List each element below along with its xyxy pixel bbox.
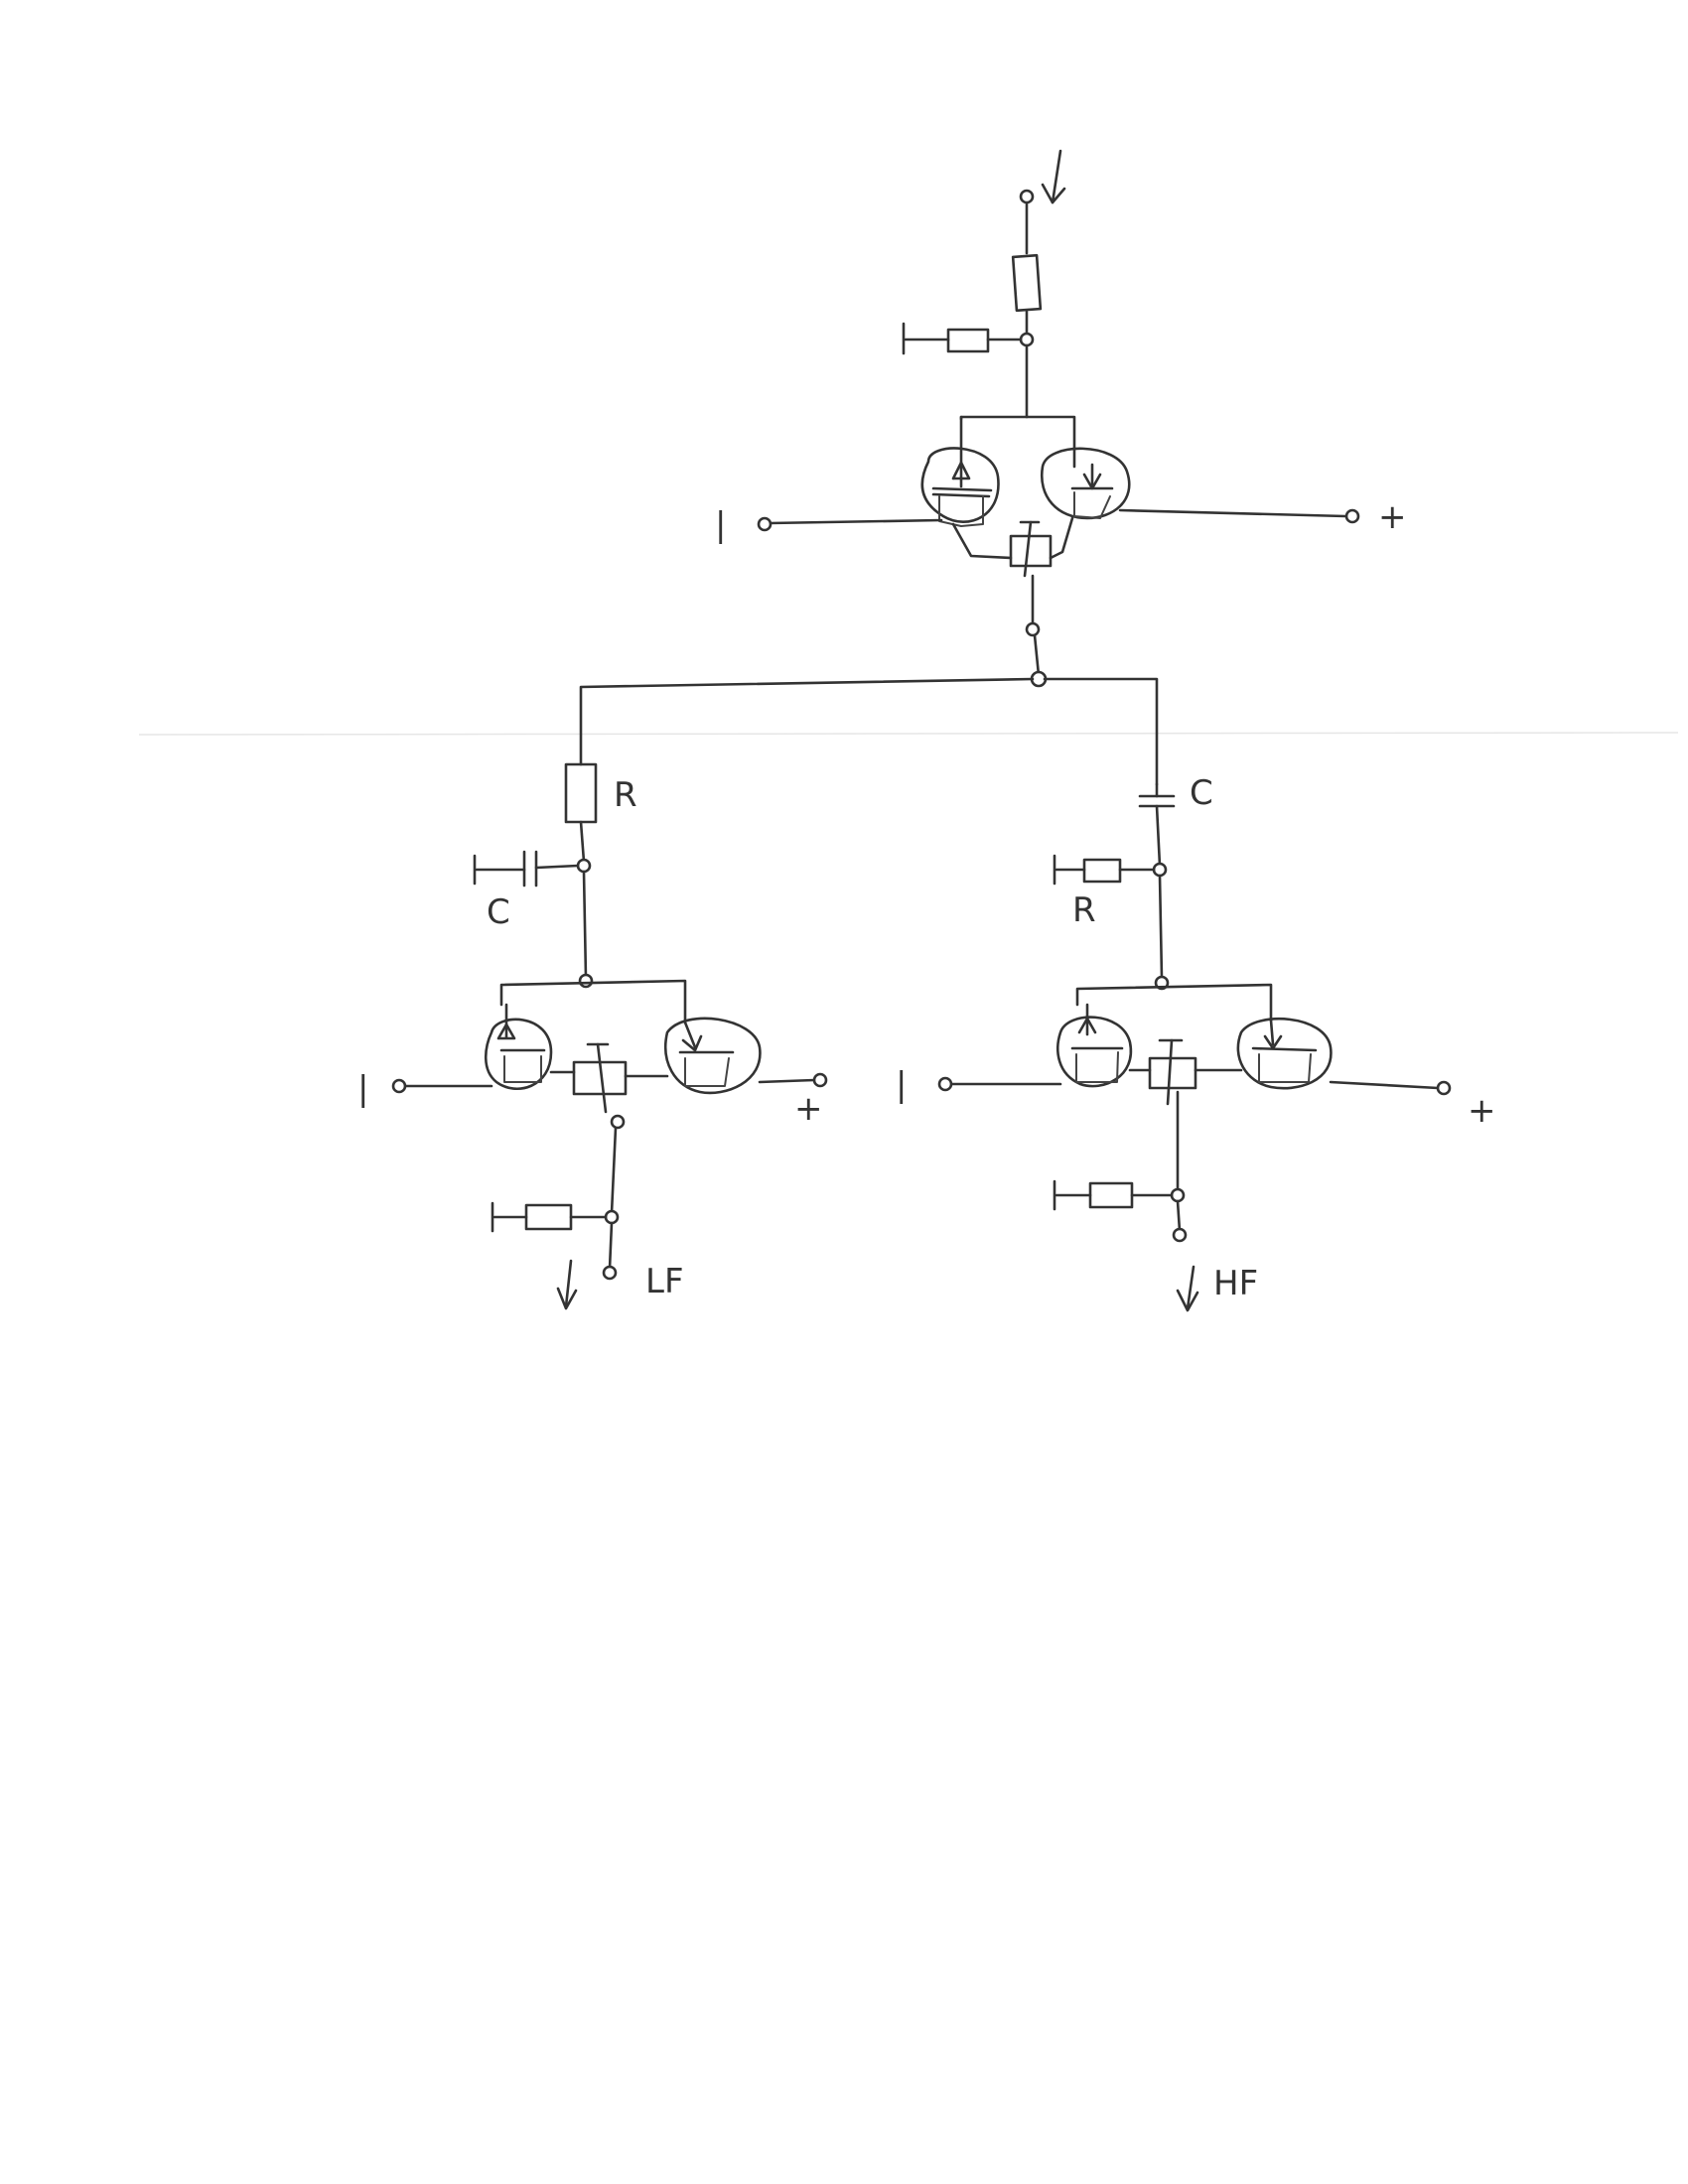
top-right-device-arrow-icon: [1082, 463, 1102, 490]
split-wire-right: [1043, 677, 1159, 786]
left-stage-right-device: [664, 1017, 762, 1095]
right-filter-branch: C R: [1053, 773, 1213, 991]
right-stage-bridge-top: [1075, 983, 1273, 1023]
top-bridge-bottom-right: [1049, 516, 1074, 560]
left-stage-left-body: [503, 1055, 542, 1083]
left-stage-plus-wire: [758, 1078, 816, 1084]
left-output-label: LF: [645, 1262, 684, 1301]
top-bridge-bottom-left: [951, 522, 1013, 560]
left-branch-node: [576, 858, 592, 874]
top-input-terminal: [1019, 189, 1035, 205]
top-right-device-envelope: [1040, 447, 1131, 520]
top-left-device-envelope: [920, 447, 1000, 523]
left-output-shunt-resistor: [524, 1203, 573, 1231]
left-stage-plus-label: +: [794, 1089, 823, 1129]
right-branch-wire-b: [1155, 804, 1162, 868]
left-series-resistor-label: R: [614, 775, 637, 815]
left-stage-output-wire: [610, 1126, 618, 1215]
right-stage-left-device: [1056, 1016, 1133, 1088]
top-center-element: [1009, 534, 1053, 568]
top-node-a: [1019, 332, 1035, 347]
top-output-wire-b: [1033, 633, 1041, 677]
right-output-label: HF: [1213, 1264, 1258, 1303]
top-plus-wire: [1118, 508, 1347, 518]
left-output-stage: | + LF: [357, 979, 828, 1310]
top-shunt-resistor: [946, 328, 990, 353]
right-output-terminal: [1172, 1227, 1188, 1243]
top-stage: | +: [715, 149, 1407, 688]
left-output-shunt-node: [604, 1209, 620, 1225]
left-stage-right-body: [684, 1057, 730, 1087]
left-output-terminal: [602, 1265, 618, 1281]
top-bridge-wire-right: [959, 415, 1076, 469]
right-branch-wire-c: [1158, 874, 1164, 980]
left-output-wire-b: [608, 1221, 614, 1271]
right-output-wire-b: [1176, 1199, 1182, 1233]
right-stage-left-device-arrow-icon: [1077, 1003, 1097, 1036]
top-left-device-plate: [931, 486, 993, 492]
right-shunt-resistor: [1082, 858, 1122, 884]
left-filter-branch: R C: [473, 762, 637, 989]
top-right-device-body: [1073, 491, 1111, 519]
left-stage-center-slash: [596, 1042, 608, 1114]
right-stage-right-device-arrow-icon: [1263, 1019, 1283, 1050]
left-stage-plus-terminal: [812, 1072, 828, 1088]
left-series-resistor: [564, 762, 598, 824]
right-stage-center-slash: [1166, 1038, 1174, 1106]
top-left-device-arrow-icon: [951, 461, 971, 488]
top-minus-terminal: [757, 516, 773, 532]
top-input-arrow-icon: [1041, 149, 1066, 205]
right-stage-plus-terminal: [1436, 1080, 1452, 1096]
left-branch-wire-a: [579, 820, 586, 864]
right-stage-minus-terminal: [937, 1076, 953, 1092]
right-series-cap-label: C: [1190, 773, 1213, 813]
left-branch-wire-b: [582, 870, 588, 980]
right-output-shunt-resistor: [1088, 1181, 1134, 1209]
right-stage-plus-wire: [1329, 1080, 1440, 1090]
top-minus-wire: [768, 518, 943, 525]
right-stage-minus-label: |: [896, 1065, 907, 1105]
top-minus-label: |: [715, 505, 726, 545]
left-stage-minus-terminal: [391, 1078, 407, 1094]
top-plus-label: +: [1378, 497, 1407, 537]
left-stage-output-node: [610, 1114, 626, 1130]
right-stage-right-device: [1236, 1017, 1333, 1090]
top-center-slash: [1023, 520, 1033, 578]
left-stage-bridge-top: [499, 979, 687, 1024]
right-stage-center-element: [1148, 1056, 1197, 1090]
left-stage-input-node: [578, 973, 594, 989]
split-wire-left: [579, 677, 1035, 766]
top-plus-terminal: [1344, 508, 1360, 524]
scan-line: [138, 732, 1679, 736]
top-left-device-body: [938, 495, 984, 527]
right-stage-plus-label: +: [1468, 1091, 1496, 1131]
split-bus: [579, 677, 1159, 786]
left-stage-minus-label: |: [357, 1069, 368, 1109]
right-output-shunt-node: [1170, 1187, 1186, 1203]
right-branch-node: [1152, 862, 1168, 878]
left-shunt-wire: [534, 864, 580, 870]
left-shunt-cap-label: C: [487, 892, 510, 932]
top-output-node: [1025, 621, 1041, 637]
right-output-arrow-icon: [1176, 1265, 1199, 1312]
right-shunt-resistor-label: R: [1072, 890, 1096, 930]
left-stage-right-device-arrow-icon: [681, 1021, 703, 1052]
right-stage-right-body: [1258, 1053, 1312, 1083]
right-output-stage: | + HF: [896, 983, 1496, 1312]
left-output-arrow-icon: [556, 1259, 578, 1310]
right-stage-right-plate: [1251, 1046, 1318, 1052]
right-stage-left-body: [1075, 1051, 1119, 1083]
top-left-device-plate2: [931, 492, 991, 498]
top-series-resistor: [1011, 253, 1043, 313]
left-stage-left-device-arrow-icon: [496, 1003, 516, 1040]
